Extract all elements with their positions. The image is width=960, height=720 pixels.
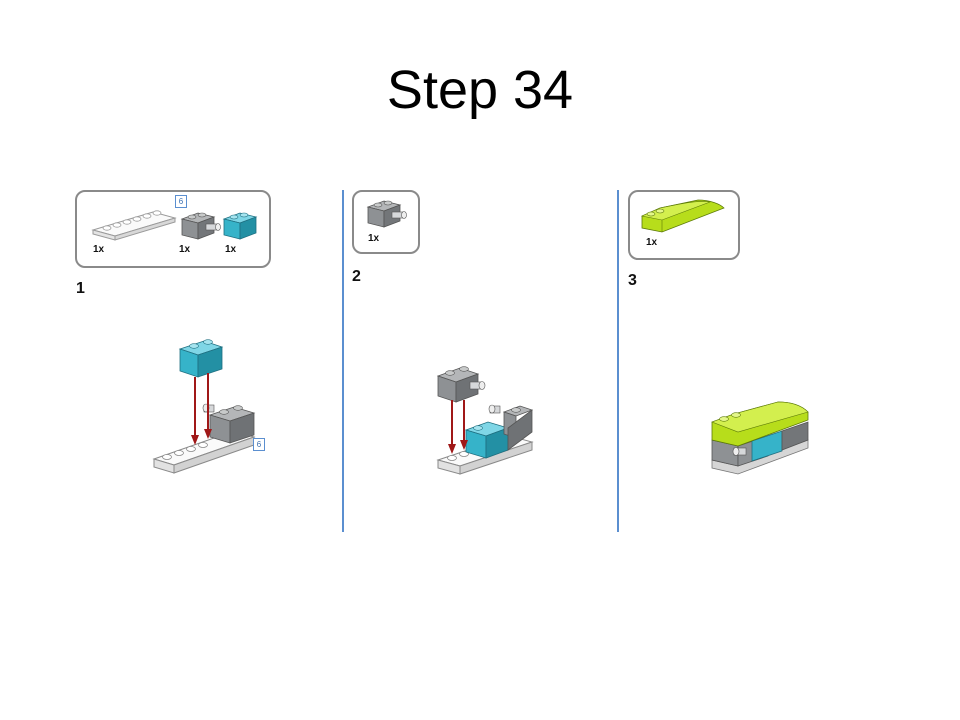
- parts-callout: 6 1x 1x 1x: [75, 190, 271, 268]
- part-quantity: 1x: [368, 233, 380, 244]
- parts-callout: 1x: [352, 190, 420, 254]
- step-number: 1: [76, 280, 85, 297]
- lime-curved-slope-icon: [641, 199, 725, 233]
- step-number: 3: [628, 272, 637, 289]
- part-quantity: 1x: [179, 244, 191, 255]
- part-quantity: 1x: [93, 244, 105, 255]
- step-title: Step 34: [386, 60, 574, 120]
- placement-arrow: [191, 373, 212, 445]
- plate-length-badge: 6: [175, 195, 187, 208]
- panel-divider: [617, 190, 619, 532]
- assembly-illustration-step-2: [436, 366, 534, 475]
- assembly-illustration-step-3: [711, 401, 809, 475]
- panel-divider: [342, 190, 344, 532]
- step-number: 2: [352, 268, 361, 285]
- placement-arrow: [448, 400, 468, 454]
- part-quantity: 1x: [225, 244, 237, 255]
- gray-brick-with-pin-icon: [180, 212, 221, 240]
- gray-brick-with-pin-icon: [366, 200, 407, 228]
- plate-length-badge: 6: [253, 438, 265, 451]
- white-plate-1x6-icon: [91, 210, 177, 241]
- parts-callout: 1x: [628, 190, 740, 260]
- part-quantity: 1x: [646, 237, 658, 248]
- assembly-illustration-step-1: [152, 339, 256, 474]
- azure-brick-1x2-icon: [222, 212, 258, 240]
